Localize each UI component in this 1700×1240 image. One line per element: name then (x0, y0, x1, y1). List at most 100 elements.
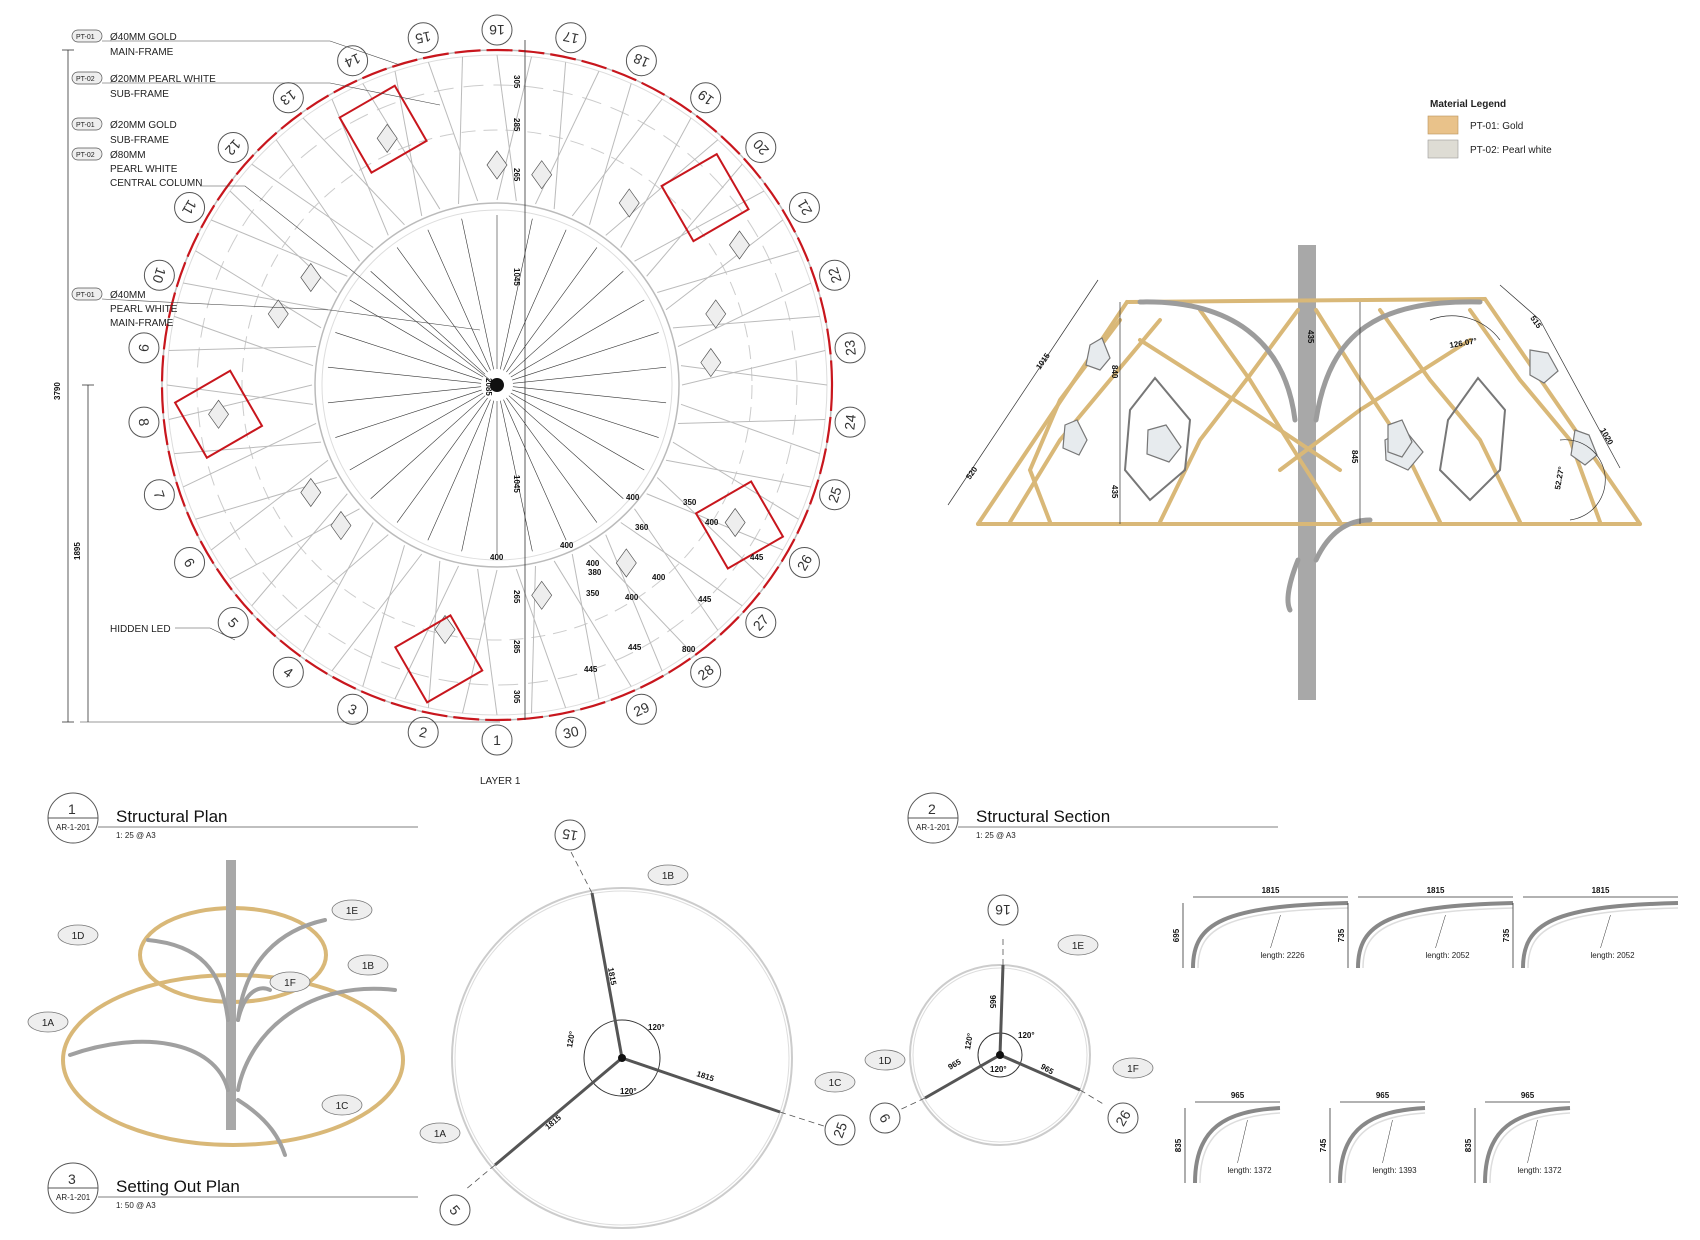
module-dim: 400 (625, 593, 639, 602)
svg-text:16: 16 (995, 902, 1011, 918)
svg-text:1F: 1F (284, 978, 296, 989)
title-ref: AR-1-201 (916, 823, 951, 832)
grid-bubble: 26 (788, 547, 820, 578)
module-dim: 800 (682, 645, 696, 654)
callout-line: MAIN-FRAME (110, 47, 174, 58)
svg-text:23: 23 (841, 339, 859, 356)
grid-bubble: 16 (481, 14, 513, 46)
title-number: 3 (68, 1171, 76, 1187)
svg-text:10: 10 (149, 265, 169, 285)
svg-text:26: 26 (794, 552, 816, 574)
title-text: Structural Plan (116, 807, 228, 826)
callout-line: Ø40MM (110, 290, 146, 301)
svg-text:18: 18 (631, 50, 652, 71)
setout-angle: 120° (565, 1030, 577, 1048)
grid-bubble: 6 (869, 1102, 901, 1134)
svg-text:22: 22 (825, 265, 845, 285)
grid-bubble: 22 (819, 259, 851, 291)
grid-bubble: 6 (174, 547, 206, 578)
legend-title: Material Legend (1430, 99, 1506, 110)
arm-height: 695 (1172, 928, 1181, 942)
arm-tag: 1D (864, 1049, 906, 1071)
callout-4: PT-02 Ø80MM PEARL WHITE CENTRAL COLUMN (71, 147, 491, 381)
plan-vdim-6: 1045 (512, 475, 521, 493)
callout-3: PT-01 Ø20MM GOLD SUB-FRAME (71, 117, 177, 146)
section-dim: 1020 (1598, 427, 1615, 447)
arm-width: 1815 (1592, 886, 1610, 895)
callout-line: PEARL WHITE (110, 304, 178, 315)
grid-bubble: 4 (272, 656, 304, 688)
grid-bubble: 2 (407, 716, 439, 748)
svg-text:1E: 1E (346, 906, 359, 917)
svg-text:1B: 1B (662, 871, 675, 882)
plan-vdim-2: 285 (512, 118, 521, 132)
svg-text:24: 24 (841, 413, 859, 430)
svg-text:29: 29 (631, 699, 652, 720)
svg-text:1F: 1F (1127, 1064, 1139, 1075)
svg-text:30: 30 (562, 723, 581, 742)
section-dim: 126.07° (1449, 336, 1478, 350)
svg-text:25: 25 (825, 485, 845, 505)
module-dim: 400 (652, 573, 666, 582)
module-dim: 445 (698, 595, 712, 604)
svg-text:1D: 1D (879, 1056, 892, 1067)
section-dim: 1015 (1034, 351, 1052, 371)
arm-tag: 1A (419, 1122, 461, 1144)
title-scale: 1: 25 @ A3 (976, 831, 1016, 840)
setout-angle: 120° (648, 1023, 665, 1032)
iso-tag: 1E (331, 899, 373, 921)
svg-text:11: 11 (179, 197, 200, 218)
callout-line: PEARL WHITE (110, 164, 178, 175)
arm-length: length: 1372 (1518, 1166, 1563, 1175)
svg-text:17: 17 (561, 28, 580, 47)
arm-width: 1815 (1262, 886, 1280, 895)
section-dim: 845 (1350, 450, 1359, 464)
section-dim: 52.27° (1553, 466, 1566, 490)
arm-height: 835 (1464, 1138, 1473, 1152)
svg-text:15: 15 (561, 826, 579, 844)
callout-5: PT-01 Ø40MM PEARL WHITE MAIN-FRAME (71, 287, 481, 331)
title-ref: AR-1-201 (56, 1193, 91, 1202)
callout-1: PT-01 Ø40MM GOLD MAIN-FRAME (71, 29, 401, 66)
grid-bubble: 15 (554, 819, 586, 851)
overall-dim-1895: 1895 (73, 542, 82, 560)
iso-tag: 1C (321, 1094, 363, 1116)
svg-text:9: 9 (136, 343, 153, 353)
setout-dim: 965 (988, 995, 997, 1009)
grid-bubble: 20 (745, 131, 777, 163)
grid-bubble: 24 (834, 406, 866, 438)
grid-bubble: 12 (217, 131, 249, 163)
grid-bubble: 7 (143, 479, 175, 511)
section-dim: 435 (1110, 485, 1119, 499)
svg-text:25: 25 (830, 1120, 850, 1140)
title-text: Structural Section (976, 807, 1110, 826)
callout-line: Ø80MM (110, 150, 146, 161)
grid-bubble: 26 (1107, 1102, 1139, 1134)
grid-bubble: 28 (690, 656, 722, 688)
grid-bubble: 13 (272, 82, 304, 114)
grid-bubble: 25 (819, 479, 851, 511)
material-callouts: PT-01 Ø40MM GOLD MAIN-FRAME PT-02 Ø20MM … (71, 29, 491, 641)
arm-height: 735 (1502, 928, 1511, 942)
arm-tag: 1C (814, 1071, 856, 1093)
plan-vdim-3: 265 (512, 168, 521, 182)
svg-text:1C: 1C (336, 1101, 349, 1112)
module-dim: 400 (626, 493, 640, 502)
arm-width: 1815 (1427, 886, 1445, 895)
arm-length: length: 2052 (1591, 951, 1636, 960)
module-dim: 400 (560, 541, 574, 550)
title-block-1: 1 AR-1-201 Structural Plan 1: 25 @ A3 (47, 792, 418, 844)
title-block-2: 2 AR-1-201 Structural Section 1: 25 @ A3 (907, 792, 1278, 844)
module-dim: 400 (586, 559, 600, 568)
section-dim: 435 (1306, 330, 1315, 344)
title-scale: 1: 50 @ A3 (116, 1201, 156, 1210)
module-dim: 445 (584, 665, 598, 674)
arm-length: length: 2052 (1426, 951, 1471, 960)
callout-line: SUB-FRAME (110, 135, 169, 146)
